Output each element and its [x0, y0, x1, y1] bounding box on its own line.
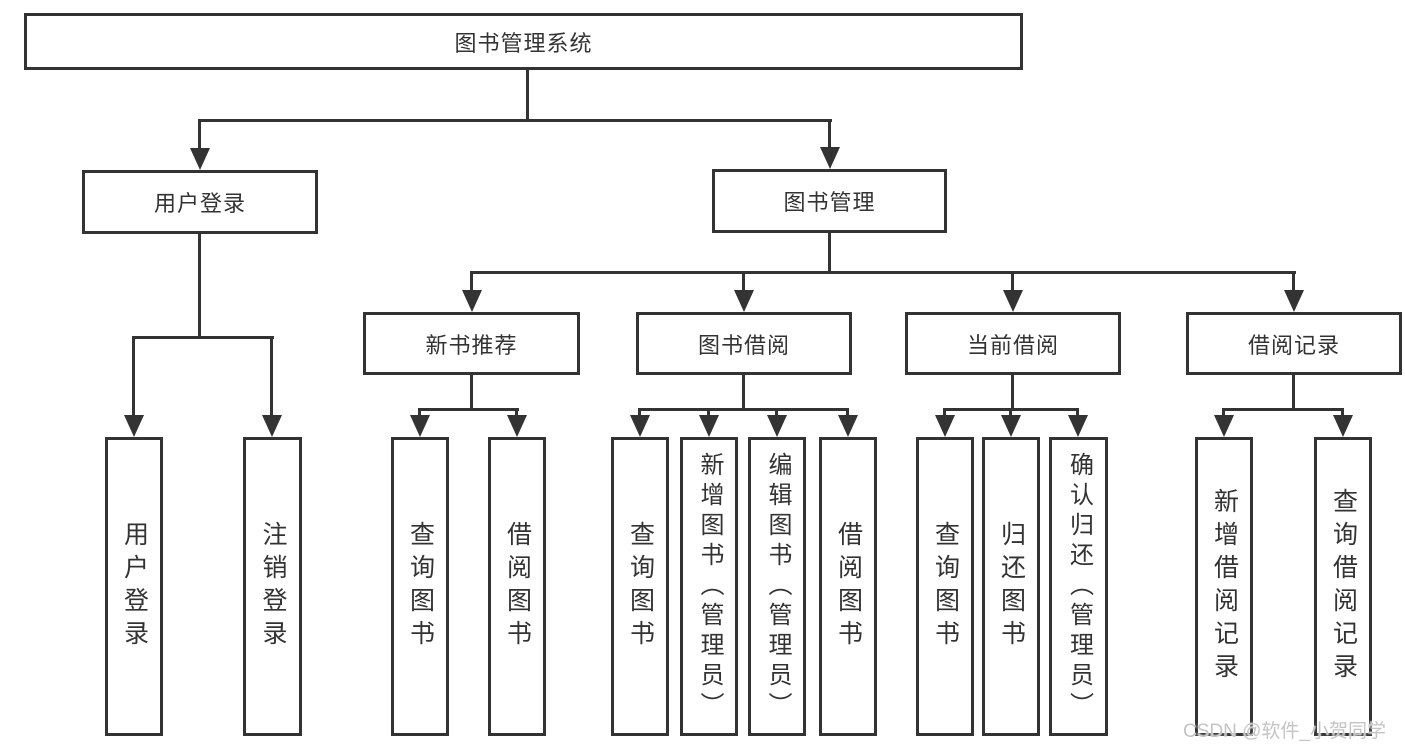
arrow-down-icon [1333, 415, 1353, 437]
node-leaf-return-book: 归还图书 [982, 437, 1040, 736]
node-leaf-add-borrow-record: 新增借阅记录 [1195, 437, 1253, 736]
node-book-borrow: 图书借阅 [636, 312, 852, 375]
connector-line [470, 271, 473, 295]
connector-line [133, 336, 274, 339]
arrow-down-icon [838, 415, 858, 437]
connector-line [1011, 375, 1014, 410]
node-leaf-confirm-return-admin: 确认归还（管理员） [1049, 437, 1108, 736]
connector-line [1009, 408, 1012, 420]
arrow-down-icon [767, 415, 787, 437]
connector-line [1292, 375, 1295, 410]
arrow-down-icon [507, 415, 527, 437]
arrow-down-icon [124, 415, 144, 437]
connector-line [1292, 271, 1295, 295]
connector-line [418, 408, 421, 420]
connector-line [828, 233, 831, 274]
node-leaf-borrow-book-1: 借阅图书 [488, 437, 546, 736]
connector-line [199, 119, 832, 122]
node-root: 图书管理系统 [24, 13, 1023, 70]
leaf-label: 编辑图书（管理员） [764, 451, 791, 722]
leaf-label: 注销登录 [259, 520, 287, 653]
node-current-borrow: 当前借阅 [905, 312, 1121, 375]
connector-line [1222, 408, 1225, 420]
connector-line [515, 408, 518, 420]
leaf-label: 查询图书 [406, 520, 435, 653]
arrow-down-icon [1284, 290, 1304, 312]
node-user-login: 用户登录 [82, 170, 318, 234]
node-leaf-query-borrow-record: 查询借阅记录 [1314, 437, 1372, 736]
connector-line [270, 336, 273, 420]
arrow-down-icon [935, 415, 955, 437]
node-leaf-add-book-admin: 新增图书（管理员） [680, 437, 738, 736]
leaf-label: 查询图书 [931, 520, 960, 653]
leaf-label: 确认归还（管理员） [1065, 451, 1093, 722]
connector-line [1223, 408, 1344, 411]
connector-line [775, 408, 778, 420]
connector-line [1341, 408, 1344, 420]
arrow-down-icon [1214, 415, 1234, 437]
leaf-label: 借阅图书 [834, 520, 863, 653]
connector-line [198, 119, 201, 152]
leaf-label: 查询图书 [626, 520, 655, 653]
watermark: CSDN @软件_小贺同学 [1183, 721, 1386, 742]
node-leaf-user-login: 用户登录 [105, 437, 163, 736]
node-new-book-rec: 新书推荐 [363, 312, 580, 375]
node-leaf-query-book-3: 查询图书 [916, 437, 974, 736]
connector-line [470, 375, 473, 410]
connector-line [707, 408, 710, 420]
connector-line [132, 336, 135, 420]
arrow-down-icon [462, 290, 482, 312]
arrow-down-icon [410, 415, 430, 437]
connector-line [828, 119, 831, 152]
connector-line [472, 271, 1296, 274]
connector-line [419, 408, 519, 411]
node-leaf-edit-book-admin: 编辑图书（管理员） [748, 437, 806, 736]
arrow-down-icon [262, 415, 282, 437]
arrow-down-icon [1001, 415, 1021, 437]
node-borrow-records: 借阅记录 [1186, 312, 1402, 375]
arrow-down-icon [820, 147, 840, 169]
connector-line [526, 70, 529, 122]
connector-line [198, 234, 201, 339]
node-leaf-borrow-book-2: 借阅图书 [819, 437, 877, 736]
arrow-down-icon [190, 148, 210, 170]
arrow-down-icon [1068, 415, 1088, 437]
node-leaf-logout: 注销登录 [243, 437, 302, 736]
arrow-down-icon [699, 415, 719, 437]
leaf-label: 借阅图书 [503, 520, 532, 653]
leaf-label: 新增借阅记录 [1210, 487, 1239, 686]
connector-line [846, 408, 849, 420]
connector-line [742, 271, 745, 295]
connector-line [638, 408, 641, 420]
arrow-down-icon [1003, 290, 1023, 312]
connector-line [1011, 271, 1014, 295]
leaf-label: 归还图书 [997, 520, 1026, 653]
node-book-mgmt: 图书管理 [712, 169, 947, 233]
arrow-down-icon [630, 415, 650, 437]
connector-line [742, 375, 745, 410]
connector-line [943, 408, 946, 420]
node-leaf-query-book-2: 查询图书 [611, 437, 669, 736]
leaf-label: 用户登录 [120, 520, 149, 653]
connector-line [1076, 408, 1079, 420]
connector-line [639, 408, 849, 411]
leaf-label: 新增图书（管理员） [696, 451, 723, 722]
leaf-label: 查询借阅记录 [1329, 487, 1358, 686]
node-leaf-query-book-1: 查询图书 [391, 437, 449, 736]
arrow-down-icon [734, 290, 754, 312]
